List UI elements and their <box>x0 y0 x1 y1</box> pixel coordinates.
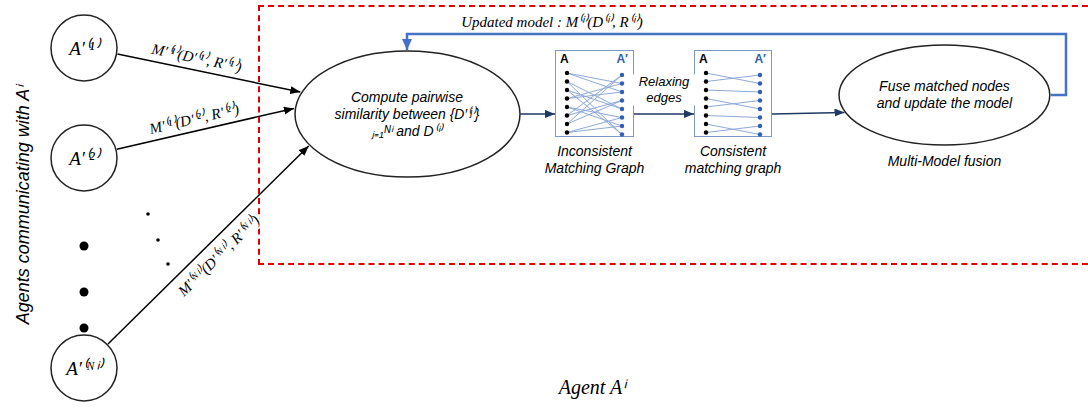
node-caption: Consistent matching graph <box>677 143 789 177</box>
edge-label: M′⁽¹⁾(D′⁽²⁾, R′⁽²⁾) <box>145 98 242 139</box>
connector-arrow <box>772 112 845 114</box>
connector-arrow <box>108 146 309 344</box>
node-text: A′⁽¹⁾ <box>69 35 98 61</box>
node-caption: Multi-Model fusion <box>888 153 1002 170</box>
edge-label: Relaxing edges <box>630 74 698 105</box>
graph-panel: AA′Consistent matching graph <box>694 50 772 137</box>
set-label: A′ <box>754 52 766 66</box>
edge-label: M′⁽¹⁾(D′⁽¹⁾, R′⁽¹⁾) <box>148 38 245 77</box>
side-label: Agents communicating with Aⁱ <box>10 86 34 324</box>
agent-circle: A′⁽¹⁾ <box>50 14 118 82</box>
agent-circle: A′⁽²⁾ <box>50 124 118 192</box>
process-ellipse: Fuse matched nodes and update the modelM… <box>838 44 1051 146</box>
node-text: Compute pairwise similarity between {D′⁽… <box>332 89 482 139</box>
agent-region: Agent AⁱCompute pairwise similarity betw… <box>258 5 1088 265</box>
connector-arrow <box>521 113 556 115</box>
edge-label: Updated model : M⁽ⁱ⁾(D⁽ⁱ⁾, R⁽ⁱ⁾) <box>459 11 645 31</box>
set-label: A′ <box>616 52 628 66</box>
set-label: A <box>560 52 569 66</box>
connector-arrow <box>634 113 694 115</box>
node-text: Agent Aⁱ <box>559 373 626 400</box>
node-text: A′⁽²⁾ <box>69 145 98 171</box>
process-ellipse: Compute pairwise similarity between {D′⁽… <box>294 50 521 178</box>
agent-circle: A′⁽ᴺⁱ⁾ <box>50 334 118 402</box>
node-text: A′⁽ᴺⁱ⁾ <box>66 355 101 381</box>
node-text: Fuse matched nodes and update the model <box>874 78 1014 112</box>
edge-label: M′⁽ᴺⁱ⁾(D′⁽ᴺⁱ⁾, R′⁽ᴺⁱ⁾) <box>171 209 264 302</box>
set-label: A <box>699 52 708 66</box>
node-caption: Inconsistent Matching Graph <box>539 143 651 177</box>
graph-panel: AA′Inconsistent Matching Graph <box>555 50 634 137</box>
